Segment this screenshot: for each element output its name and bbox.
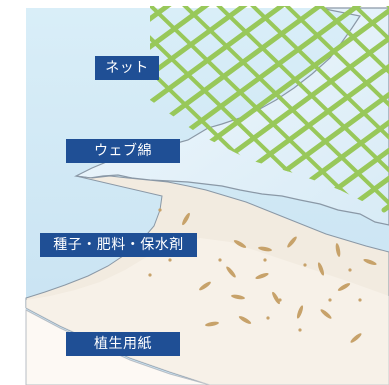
label-vegetation-paper: 植生用紙 (66, 332, 180, 356)
seed-grain (255, 272, 269, 280)
paper-layer (25, 309, 211, 385)
fertilizer-dot (168, 258, 172, 262)
fertilizer-dot (303, 263, 307, 267)
label-net: ネット (95, 56, 159, 80)
fertilizer-dot (148, 273, 152, 277)
net-strand (326, 6, 389, 220)
label-web-cotton: ウェブ綿 (66, 139, 180, 163)
seed-particles (148, 208, 377, 343)
seed-grain (363, 258, 377, 266)
seed-grain (231, 294, 245, 300)
seed-grain (317, 262, 325, 276)
seed-grain (226, 266, 236, 278)
net-strand (267, 6, 389, 213)
seed-grain (182, 212, 190, 226)
fertilizer-dot (278, 298, 282, 302)
net-strand (150, 6, 385, 213)
net-strand (150, 6, 347, 213)
fertilizer-dot (263, 258, 267, 262)
net-strand (292, 6, 389, 220)
seed-grain (335, 243, 341, 257)
fertilizer-dot (328, 298, 332, 302)
seed-grain (205, 321, 219, 327)
net-strand (258, 6, 389, 220)
net-strand (229, 6, 389, 213)
net-strand (224, 6, 389, 220)
seed-grain (238, 316, 252, 324)
fertilizer-dot (218, 258, 222, 262)
seed-grain (350, 333, 362, 343)
seed-grain (199, 281, 211, 291)
seed-grain (287, 236, 297, 248)
seed-grain (272, 291, 280, 305)
fertilizer-dot (266, 316, 270, 320)
net-strand (305, 6, 389, 213)
seed-grain (258, 246, 272, 252)
fertilizer-dot (158, 208, 162, 212)
label-seed-fertilizer-water: 種子・肥料・保水剤 (40, 233, 197, 257)
fertilizer-dot (348, 268, 352, 272)
net-strand (190, 6, 389, 220)
net-strand (150, 6, 389, 213)
net-strand (156, 6, 389, 220)
seed-grain (320, 309, 332, 319)
fertilizer-dot (358, 298, 362, 302)
seed-grain (233, 240, 247, 248)
fertilizer-dot (298, 328, 302, 332)
seed-grain (337, 283, 351, 291)
seed-grain (296, 305, 304, 319)
